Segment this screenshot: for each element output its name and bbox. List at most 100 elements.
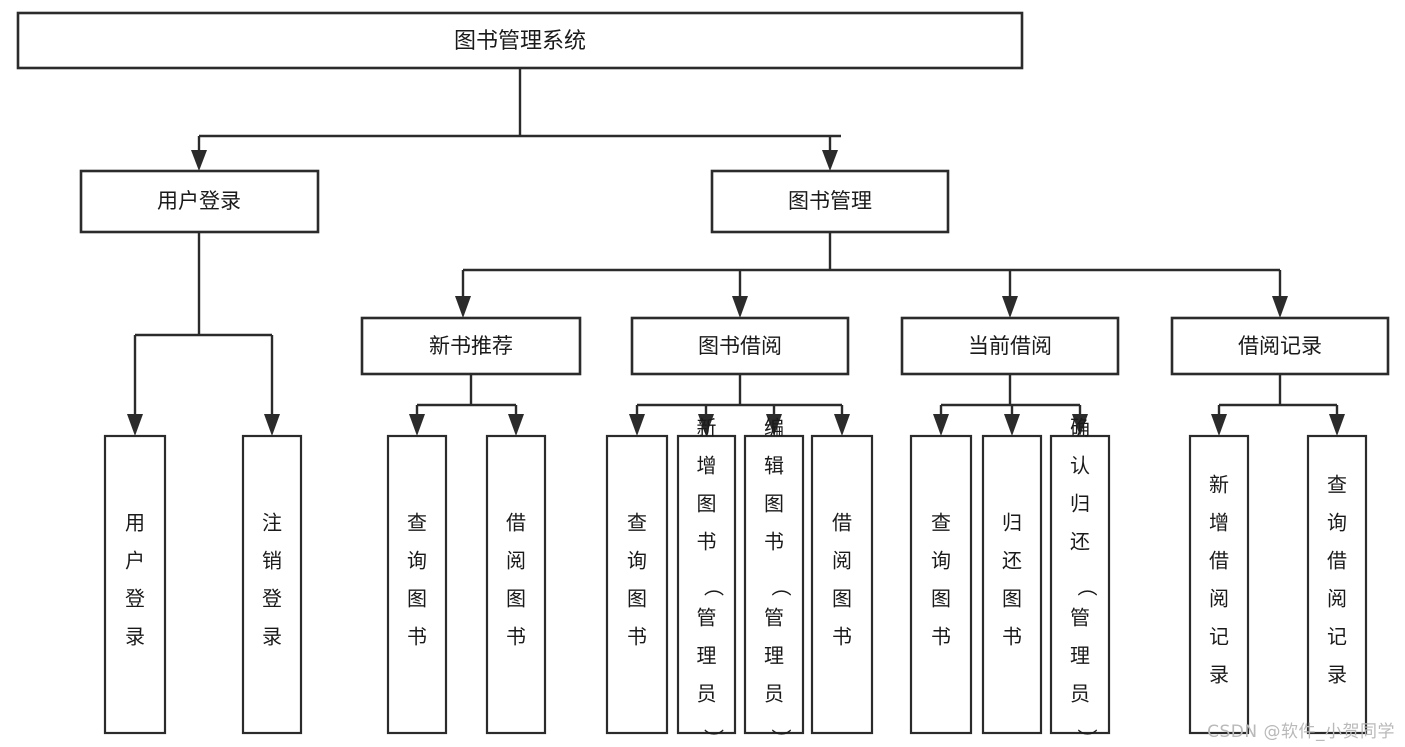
svg-text:查: 查: [931, 511, 951, 535]
node-leaf-return-book[interactable]: [981, 434, 1043, 735]
node-leaf-add-record-box[interactable]: [1188, 434, 1250, 735]
node-leaf-query-record-box[interactable]: [1306, 434, 1368, 735]
node-leaf-confirm-return-box[interactable]: [1049, 434, 1111, 735]
node-borrow-record-box[interactable]: [1170, 316, 1390, 376]
node-book-manage[interactable]: 图书管理: [710, 169, 950, 234]
node-user-login-label: 用户登录: [157, 189, 241, 213]
svg-text:用: 用: [125, 511, 145, 535]
svg-text:询: 询: [407, 549, 427, 573]
node-leaf-query-book-2[interactable]: [605, 434, 669, 735]
node-book-borrow-box[interactable]: [630, 316, 850, 376]
svg-text:记: 记: [1327, 625, 1347, 649]
svg-text:还: 还: [1002, 549, 1022, 573]
svg-text:记: 记: [1209, 625, 1229, 649]
arrow-head-icon: [455, 296, 471, 318]
node-leaf-logout-box[interactable]: [241, 434, 303, 735]
node-leaf-edit-book[interactable]: [743, 434, 805, 735]
svg-text:书: 书: [931, 625, 951, 649]
svg-text:）: ）: [769, 729, 793, 747]
node-leaf-query-book-1-box[interactable]: [386, 434, 448, 735]
svg-text:录: 录: [262, 625, 282, 649]
node-root-box[interactable]: [16, 11, 1024, 70]
svg-text:书: 书: [1002, 625, 1022, 649]
node-leaf-borrow-book-1[interactable]: [485, 434, 547, 735]
svg-text:借: 借: [1327, 549, 1347, 573]
node-user-login-box[interactable]: [79, 169, 320, 234]
node-new-book-rec[interactable]: 新书推荐: [360, 316, 582, 376]
node-leaf-borrow-book-1-box[interactable]: [485, 434, 547, 735]
node-leaf-query-book-3-box[interactable]: [909, 434, 973, 735]
arrow-head-icon: [766, 414, 782, 436]
node-book-manage-box[interactable]: [710, 169, 950, 234]
node-book-borrow[interactable]: 图书借阅: [630, 316, 850, 376]
node-borrow-record[interactable]: 借阅记录: [1170, 316, 1390, 376]
node-leaf-query-book-3[interactable]: [909, 434, 973, 735]
svg-text:录: 录: [1209, 663, 1229, 687]
arrow-head-icon: [1002, 296, 1018, 318]
node-leaf-return-book-box[interactable]: [981, 434, 1043, 735]
node-leaf-borrow-book-2[interactable]: [810, 434, 874, 735]
node-leaf-query-book-1[interactable]: [386, 434, 448, 735]
svg-text:）: ）: [1075, 729, 1099, 747]
arrow-head-icon: [822, 150, 838, 171]
svg-text:图: 图: [697, 492, 717, 516]
svg-text:员: 员: [1070, 682, 1090, 706]
svg-text:销: 销: [262, 549, 282, 573]
svg-text:员: 员: [697, 682, 717, 706]
node-leaf-user-login[interactable]: [103, 434, 167, 735]
node-current-borrow-box[interactable]: [900, 316, 1120, 376]
svg-text:增: 增: [1209, 511, 1229, 535]
svg-text:（: （: [702, 577, 726, 597]
node-leaf-user-login-box[interactable]: [103, 434, 167, 735]
node-root[interactable]: 图书管理系统: [16, 11, 1024, 70]
node-leaf-query-record[interactable]: [1306, 434, 1368, 735]
node-new-book-rec-box[interactable]: [360, 316, 582, 376]
node-leaf-add-book[interactable]: [676, 434, 737, 735]
connector-group-current-borrow: [933, 374, 1088, 436]
svg-text:图: 图: [506, 587, 526, 611]
node-leaf-query-book-2-box[interactable]: [605, 434, 669, 735]
svg-text:员: 员: [764, 682, 784, 706]
svg-text:书: 书: [832, 625, 852, 649]
arrow-head-icon: [264, 414, 280, 436]
svg-text:书: 书: [697, 530, 717, 554]
arrow-head-icon: [191, 150, 207, 171]
svg-text:查: 查: [1327, 473, 1347, 497]
arrow-head-icon: [933, 414, 949, 436]
svg-text:借: 借: [832, 511, 852, 535]
node-current-borrow[interactable]: 当前借阅: [900, 316, 1120, 376]
arrow-head-icon: [1272, 296, 1288, 318]
svg-text:还: 还: [1070, 530, 1090, 554]
node-leaf-label: 用户登录: [125, 511, 145, 649]
svg-text:（: （: [1075, 577, 1099, 597]
svg-text:归: 归: [1070, 492, 1090, 516]
arrow-head-icon: [834, 414, 850, 436]
node-book-manage-label: 图书管理: [788, 189, 872, 213]
node-leaf-borrow-book-2-box[interactable]: [810, 434, 874, 735]
svg-text:阅: 阅: [1327, 587, 1347, 611]
arrow-head-icon: [698, 414, 714, 436]
node-leaf-edit-book-box[interactable]: [743, 434, 805, 735]
svg-text:借: 借: [1209, 549, 1229, 573]
svg-text:管: 管: [1070, 606, 1090, 630]
node-leaf-confirm-return[interactable]: [1049, 434, 1111, 735]
arrow-head-icon: [1211, 414, 1227, 436]
svg-text:新: 新: [697, 416, 717, 440]
svg-text:图: 图: [627, 587, 647, 611]
node-leaf-add-record[interactable]: [1188, 434, 1250, 735]
svg-text:归: 归: [1002, 511, 1022, 535]
svg-text:管: 管: [697, 606, 717, 630]
node-user-login[interactable]: 用户登录: [79, 169, 320, 234]
node-leaf-logout[interactable]: [241, 434, 303, 735]
node-leaf-add-book-box[interactable]: [676, 434, 737, 735]
svg-text:阅: 阅: [506, 549, 526, 573]
arrow-head-icon: [409, 414, 425, 436]
svg-text:阅: 阅: [1209, 587, 1229, 611]
arrow-head-icon: [629, 414, 645, 436]
